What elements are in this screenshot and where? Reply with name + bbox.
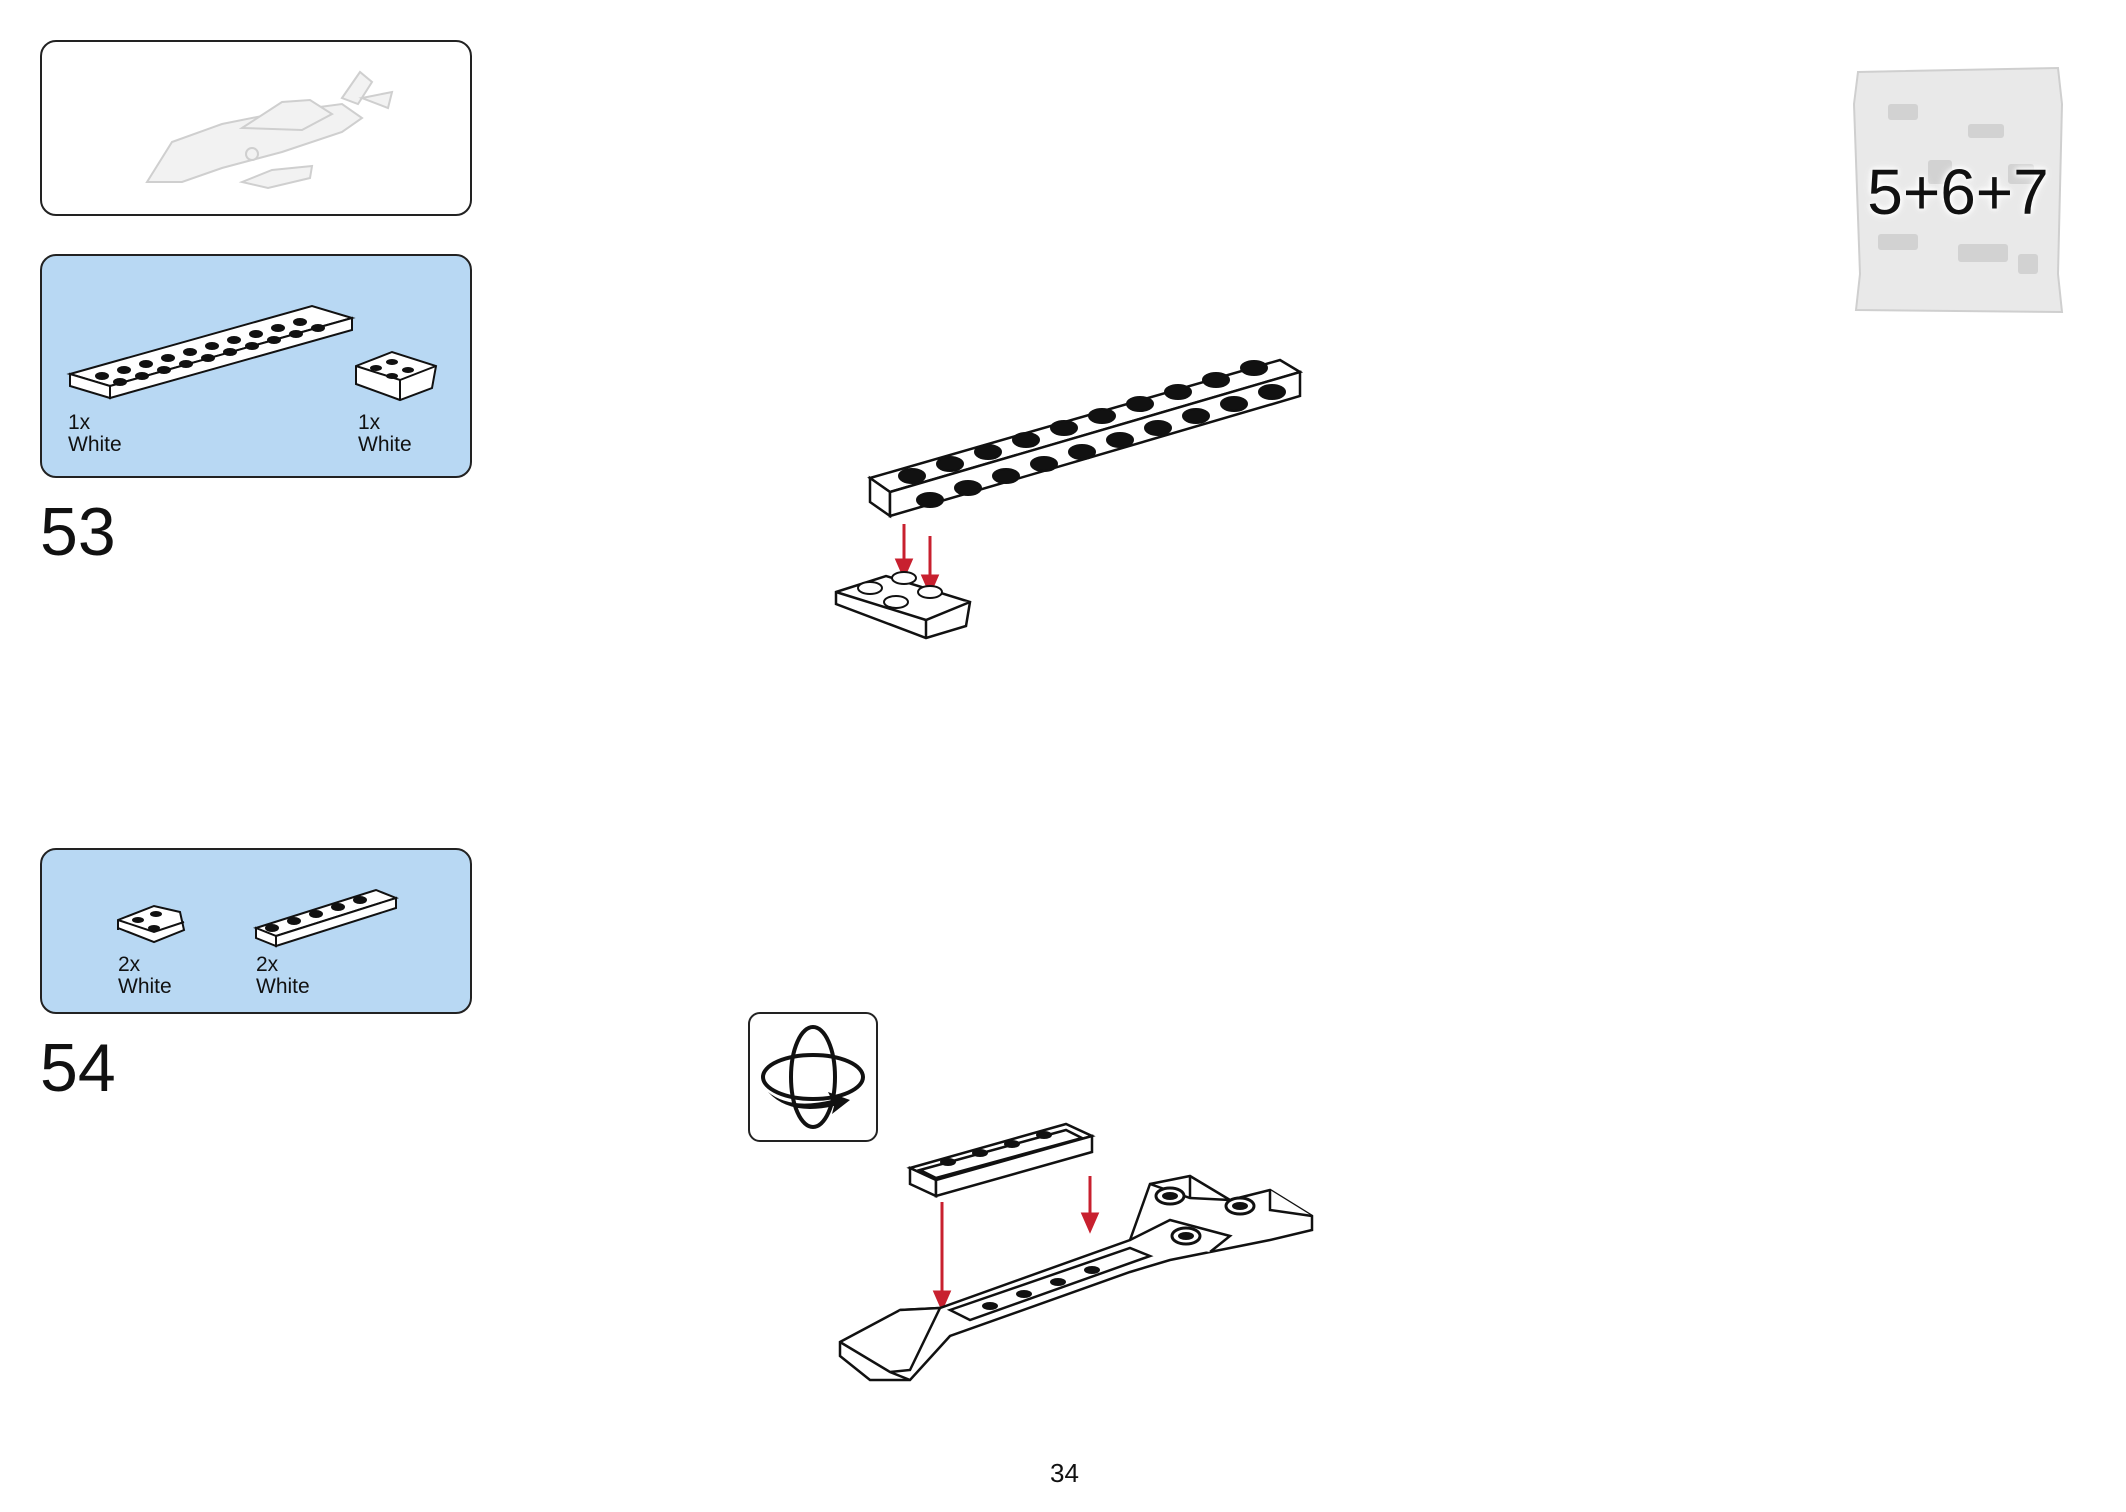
- part-qty: 2x: [118, 953, 141, 976]
- step-number-54: 54: [40, 1030, 116, 1106]
- page-number: 34: [1050, 1458, 1079, 1488]
- bag-number-label: 5+6+7: [1867, 156, 2049, 228]
- part-label-1: 1x White: [68, 412, 122, 456]
- part-color: White: [118, 975, 172, 998]
- part-image-wedge-plate: [117, 904, 186, 944]
- part-color: White: [358, 433, 412, 456]
- part-color: White: [256, 975, 310, 998]
- part-image-plate-2x10: [66, 304, 356, 400]
- step-number-53: 53: [40, 494, 116, 570]
- bag-icon: [1852, 66, 2064, 314]
- part-label-4: 2x White: [256, 954, 310, 998]
- parts-list-step-54: 2x White 2x White: [40, 848, 472, 1014]
- model-preview-box: [40, 40, 472, 216]
- step-54-illustration: [838, 1122, 1314, 1382]
- step-53-illustration: [834, 358, 1304, 640]
- part-image-curved-slope: [355, 350, 438, 402]
- rotate-indicator-box: [748, 1012, 878, 1142]
- part-qty: 1x: [68, 411, 91, 434]
- part-label-2: 1x White: [358, 412, 412, 456]
- rotate-model-icon: [761, 1025, 865, 1129]
- part-qty: 1x: [358, 411, 381, 434]
- part-label-3: 2x White: [118, 954, 172, 998]
- part-image-plate-1x6: [253, 888, 399, 948]
- part-qty: 2x: [256, 953, 279, 976]
- model-preview-image: [145, 70, 394, 190]
- parts-list-step-53: 1x White 1x White: [40, 254, 472, 478]
- part-color: White: [68, 433, 122, 456]
